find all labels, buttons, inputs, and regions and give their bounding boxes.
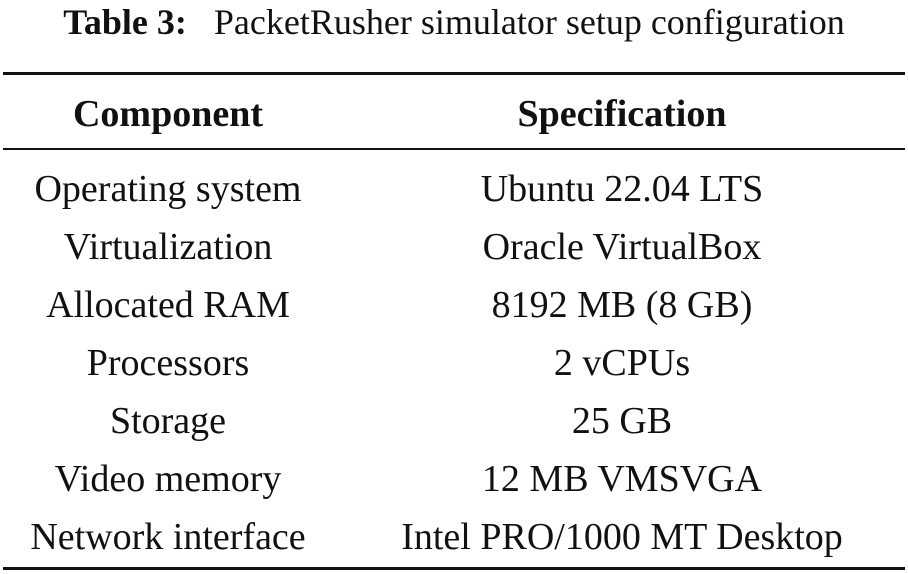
component-cell: Video memory [54,458,282,500]
caption-text: PacketRusher simulator setup configurati… [213,2,845,42]
table-row: Operating system Ubuntu 22.04 LTS [0,160,908,218]
caption-label: Table 3: [63,2,187,42]
header-specification: Specification [517,93,727,135]
specification-cell: Intel PRO/1000 MT Desktop [401,516,843,558]
caption-gap [196,2,205,42]
table-header-row: Component Specification [0,88,908,140]
specification-cell: 2 vCPUs [553,342,691,384]
component-cell: Processors [86,342,250,384]
specification-cell: Oracle VirtualBox [482,226,762,268]
specification-cell: Ubuntu 22.04 LTS [480,168,764,210]
specification-cell: 12 MB VMSVGA [481,458,763,500]
table-top-rule [3,72,905,75]
table-row: Video memory 12 MB VMSVGA [0,450,908,508]
specification-cell: 25 GB [571,400,673,442]
specification-cell: 8192 MB (8 GB) [491,284,753,326]
table-bottom-rule [3,567,905,570]
table-row: Storage 25 GB [0,392,908,450]
component-cell: Storage [109,400,227,442]
table-header-rule [3,148,905,150]
table-caption: Table 3: PacketRusher simulator setup co… [0,0,908,44]
table-row: Virtualization Oracle VirtualBox [0,218,908,276]
component-cell: Operating system [34,168,302,210]
component-cell: Network interface [30,516,306,558]
component-cell: Allocated RAM [46,284,290,326]
header-component: Component [72,93,264,135]
table-row: Processors 2 vCPUs [0,334,908,392]
table-row: Allocated RAM 8192 MB (8 GB) [0,276,908,334]
table-row: Network interface Intel PRO/1000 MT Desk… [0,508,908,566]
table-body: Operating system Ubuntu 22.04 LTS Virtua… [0,160,908,566]
component-cell: Virtualization [63,226,273,268]
